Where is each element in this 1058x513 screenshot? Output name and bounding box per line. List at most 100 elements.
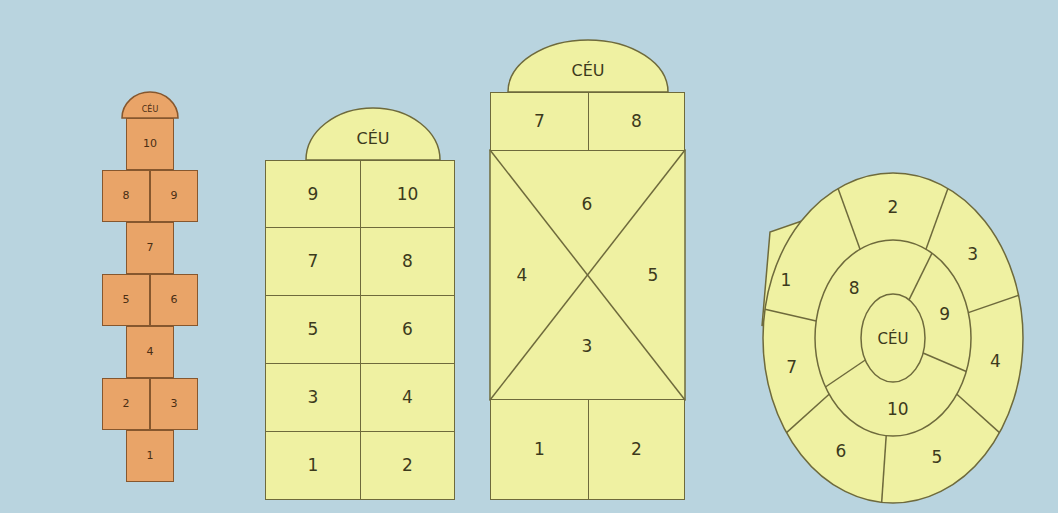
cross-box [490, 150, 685, 400]
cell-label: 1 [147, 450, 154, 462]
hopscotch-region: CÉU [140, 96, 161, 117]
dome-outline [306, 108, 440, 160]
ring-divider [882, 436, 887, 503]
ring-divider [838, 188, 860, 249]
hopscotch-cell: 3 [265, 363, 361, 432]
hopscotch-region: CÉU [355, 128, 392, 149]
hopscotch-cell: 8 [360, 227, 455, 296]
ring-divider [787, 394, 830, 432]
cell-label: 7 [786, 357, 797, 377]
cell-label: 2 [402, 456, 413, 475]
hopscotch-region: 3 [965, 243, 980, 264]
hopscotch-region: 4 [515, 265, 530, 286]
hopscotch-region: 6 [834, 441, 849, 462]
cell-label: 3 [308, 388, 319, 407]
cell-label: 8 [849, 277, 860, 297]
cell-label: 6 [402, 320, 413, 339]
cell-label: 10 [397, 185, 419, 204]
hopscotch-cell: 3 [150, 378, 198, 430]
ring-divider [968, 295, 1018, 312]
hopscotch-cell: 9 [265, 160, 361, 228]
cell-label: 6 [171, 294, 178, 306]
cell-label: CÉU [357, 129, 390, 148]
cell-label: 7 [308, 252, 319, 271]
cell-label: 4 [990, 350, 1001, 370]
hopscotch-region: 6 [580, 194, 595, 215]
hopscotch-cell: 7 [265, 227, 361, 296]
diagonal-line [490, 150, 685, 400]
diagonal-line [490, 150, 685, 400]
hopscotch-cell: 7 [490, 92, 589, 151]
cell-label: 4 [517, 265, 528, 285]
hopscotch-region: 10 [885, 398, 911, 419]
hopscotch-cell: 6 [360, 295, 455, 364]
hopscotch-region: 5 [930, 446, 945, 467]
cell-label: 5 [123, 294, 130, 306]
cell-label: 8 [631, 112, 642, 131]
cell-label: 3 [582, 336, 593, 356]
hopscotch-cell: 2 [588, 399, 685, 500]
hopscotch-region: CÉU [876, 328, 911, 349]
cell-label: 9 [171, 190, 178, 202]
cell-label: CÉU [572, 61, 605, 80]
hopscotch-cell: 8 [102, 170, 150, 222]
cell-label: 3 [171, 398, 178, 410]
cell-label: 7 [534, 112, 545, 131]
cell-label: 6 [582, 194, 593, 214]
ring-divider [923, 353, 966, 371]
cell-label: 6 [836, 441, 847, 461]
hopscotch-region: 9 [937, 303, 952, 324]
ring-divider [825, 360, 865, 387]
hopscotch-cell: 4 [360, 363, 455, 432]
cell-label: 1 [308, 456, 319, 475]
center-circle [861, 294, 925, 382]
cell-label: 4 [402, 388, 413, 407]
hopscotch-region: 4 [988, 350, 1003, 371]
hopscotch-cell: 2 [102, 378, 150, 430]
hopscotch-cell: 9 [150, 170, 198, 222]
cell-label: 8 [402, 252, 413, 271]
hopscotch-region: CÉU [570, 60, 607, 81]
hopscotch-region: 3 [580, 336, 595, 357]
hopscotch-region: 1 [779, 270, 794, 291]
cell-label: 9 [308, 185, 319, 204]
cell-label: 1 [781, 270, 792, 290]
hopscotch-cell: 7 [126, 222, 174, 274]
hopscotch-cell: 1 [490, 399, 589, 500]
cell-label: CÉU [142, 105, 159, 114]
hopscotch-cell: 10 [126, 118, 174, 170]
hopscotch-cell: 6 [150, 274, 198, 326]
cell-label: CÉU [878, 330, 909, 348]
hopscotch-region: 7 [784, 357, 799, 378]
cell-label: 8 [123, 190, 130, 202]
cell-label: 4 [147, 346, 154, 358]
dome-outline [508, 40, 668, 92]
hopscotch-region: 2 [886, 197, 901, 218]
cell-label: 2 [888, 197, 899, 217]
ring-divider [765, 309, 816, 321]
cell-label: 5 [648, 265, 659, 285]
cell-label: 2 [123, 398, 130, 410]
cell-label: 2 [631, 440, 642, 459]
cell-label: 5 [932, 446, 943, 466]
inner-ring [815, 240, 971, 436]
hopscotch-cell: 10 [360, 160, 455, 228]
ring-divider [909, 253, 932, 300]
hopscotch-cell: 4 [126, 326, 174, 378]
cell-label: 5 [308, 320, 319, 339]
outer-ring [763, 173, 1023, 503]
dome-outline [122, 92, 178, 118]
hopscotch-cell: 5 [265, 295, 361, 364]
cell-label: 10 [143, 138, 157, 150]
ring-divider [957, 394, 1000, 432]
cell-label: 10 [887, 398, 909, 418]
cell-label: 7 [147, 242, 154, 254]
ring-divider [926, 188, 948, 249]
cell-label: 3 [967, 243, 978, 263]
cell-label: 1 [534, 440, 545, 459]
hopscotch-region: 8 [847, 277, 862, 298]
hopscotch-cell: 8 [588, 92, 685, 151]
cell-label: 9 [939, 303, 950, 323]
hopscotch-cell: 5 [102, 274, 150, 326]
